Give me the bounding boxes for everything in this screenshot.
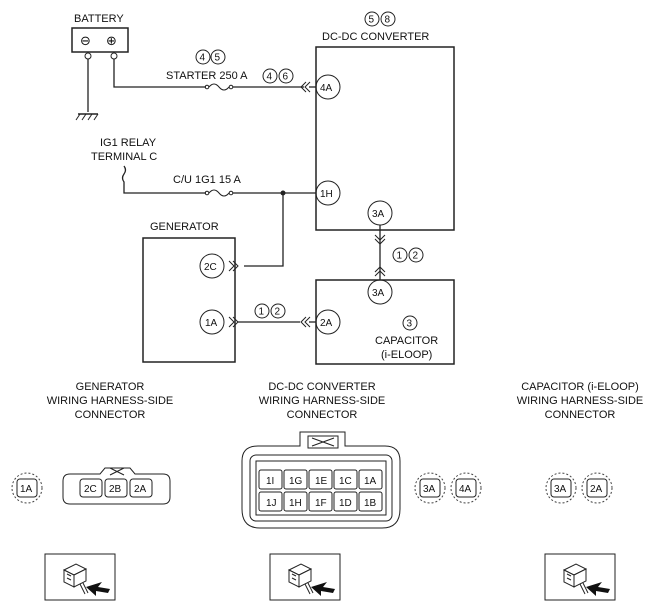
svg-text:1: 1 — [397, 251, 403, 262]
svg-text:WIRING HARNESS-SIDE: WIRING HARNESS-SIDE — [259, 395, 386, 407]
note-circles-starter-right: 4 6 — [262, 68, 294, 84]
svg-text:CONNECTOR: CONNECTOR — [75, 409, 146, 421]
battery-minus-terminal: ⊖ — [80, 33, 91, 48]
ig1-wire — [121, 165, 206, 194]
relay-label-line2: TERMINAL C — [91, 151, 157, 163]
svg-text:1C: 1C — [339, 476, 352, 487]
svg-text:2A: 2A — [320, 318, 333, 329]
capacitor-label: CAPACITOR — [375, 335, 438, 347]
capacitor — [315, 279, 455, 365]
svg-text:GENERATOR: GENERATOR — [76, 381, 145, 393]
svg-text:CAPACITOR (i-ELOOP): CAPACITOR (i-ELOOP) — [521, 381, 639, 393]
svg-text:1I: 1I — [266, 476, 274, 487]
starter-fuse — [204, 83, 234, 91]
connector-mark-icon — [374, 234, 386, 277]
svg-text:1B: 1B — [364, 498, 377, 509]
dcdc-pin-4a: 4A — [315, 74, 341, 100]
svg-text:1F: 1F — [315, 498, 327, 509]
battery-negative-post — [84, 52, 92, 60]
svg-text:5: 5 — [369, 15, 375, 26]
dcdc-connector-title: DC-DC CONVERTER WIRING HARNESS-SIDE CONN… — [259, 381, 386, 421]
svg-text:1D: 1D — [339, 498, 352, 509]
connector-probe-icon — [544, 553, 616, 601]
svg-text:CONNECTOR: CONNECTOR — [545, 409, 616, 421]
svg-text:2: 2 — [275, 307, 281, 318]
svg-text:4: 4 — [267, 72, 273, 83]
battery-positive-post — [110, 52, 118, 60]
starter-fuse-label: STARTER 250 A — [166, 70, 248, 82]
svg-text:1A: 1A — [205, 318, 218, 329]
generator-connector-face: 2C 2B 2A — [62, 467, 171, 505]
connector-mark-icon — [228, 260, 239, 328]
svg-text:2A: 2A — [590, 484, 603, 495]
svg-text:3: 3 — [407, 319, 413, 330]
svg-text:1A: 1A — [364, 476, 377, 487]
svg-text:3A: 3A — [372, 209, 385, 220]
dcdc-connector-row2: 1J 1H 1F 1D 1B — [258, 491, 383, 512]
svg-text:2C: 2C — [84, 484, 97, 495]
svg-text:2A: 2A — [134, 484, 147, 495]
ground-icon — [75, 113, 99, 121]
dcdc-connector-row1: 1I 1G 1E 1C 1A — [258, 469, 383, 490]
dcdc-separate-pins: 3A 4A — [414, 472, 482, 504]
gen-pin-1a: 1A — [199, 309, 225, 335]
svg-text:4A: 4A — [320, 83, 333, 94]
svg-text:1J: 1J — [266, 498, 277, 509]
svg-text:DC-DC CONVERTER: DC-DC CONVERTER — [268, 381, 375, 393]
svg-text:3A: 3A — [423, 484, 436, 495]
generator-label: GENERATOR — [150, 221, 219, 233]
cap-pin-3a: 3A — [367, 279, 393, 305]
dcdc-converter — [315, 46, 455, 231]
battery-label: BATTERY — [74, 13, 124, 25]
starter-wire — [113, 59, 206, 88]
capacitor-note: 3 — [402, 315, 418, 331]
dcdc-label: DC-DC CONVERTER — [322, 31, 429, 43]
cu-fuse — [204, 189, 234, 197]
note-circles-starter-top: 4 5 — [195, 49, 226, 65]
cap-pin-2a: 2A — [315, 309, 341, 335]
svg-text:2: 2 — [413, 251, 419, 262]
svg-text:WIRING HARNESS-SIDE: WIRING HARNESS-SIDE — [517, 395, 644, 407]
svg-text:4: 4 — [200, 53, 206, 64]
svg-text:6: 6 — [283, 72, 289, 83]
connector-mark-icon — [300, 316, 311, 328]
svg-text:3A: 3A — [372, 288, 385, 299]
battery-plus-terminal: ⊕ — [106, 33, 117, 48]
svg-text:WIRING HARNESS-SIDE: WIRING HARNESS-SIDE — [47, 395, 174, 407]
gen-2c-wire — [244, 193, 284, 267]
svg-text:5: 5 — [215, 53, 221, 64]
svg-text:1H: 1H — [289, 498, 302, 509]
svg-text:4A: 4A — [459, 484, 472, 495]
connector-mark-icon — [300, 81, 311, 93]
svg-text:2B: 2B — [109, 484, 122, 495]
cu-fuse-label: C/U 1G1 15 A — [173, 174, 242, 186]
svg-text:1A: 1A — [20, 484, 33, 495]
svg-text:1: 1 — [259, 307, 265, 318]
capacitor-connector-title: CAPACITOR (i-ELOOP) WIRING HARNESS-SIDE … — [517, 381, 644, 421]
svg-text:8: 8 — [385, 15, 391, 26]
svg-text:2C: 2C — [204, 262, 217, 273]
battery — [71, 27, 129, 53]
generator — [142, 237, 236, 363]
svg-text:CONNECTOR: CONNECTOR — [287, 409, 358, 421]
gen-pin-2c: 2C — [199, 253, 225, 279]
dcdc-connector-face — [241, 431, 401, 529]
capacitor-separate-pins: 3A 2A — [545, 472, 613, 504]
svg-text:1G: 1G — [289, 476, 303, 487]
svg-text:3A: 3A — [554, 484, 567, 495]
generator-separate-pin: 1A — [11, 472, 43, 504]
svg-text:1H: 1H — [320, 189, 333, 200]
connector-probe-icon — [269, 553, 341, 601]
relay-label-line1: IG1 RELAY — [100, 137, 157, 149]
svg-text:1E: 1E — [315, 476, 328, 487]
capacitor-sublabel: (i-ELOOP) — [381, 349, 432, 361]
note-circles-dcdc-cap: 1 2 — [392, 247, 424, 263]
connector-probe-icon — [44, 553, 116, 601]
note-circles-gen-cap: 1 2 — [254, 303, 286, 319]
generator-connector-title: GENERATOR WIRING HARNESS-SIDE CONNECTOR — [47, 381, 174, 421]
dcdc-notes: 5 8 — [364, 11, 396, 27]
